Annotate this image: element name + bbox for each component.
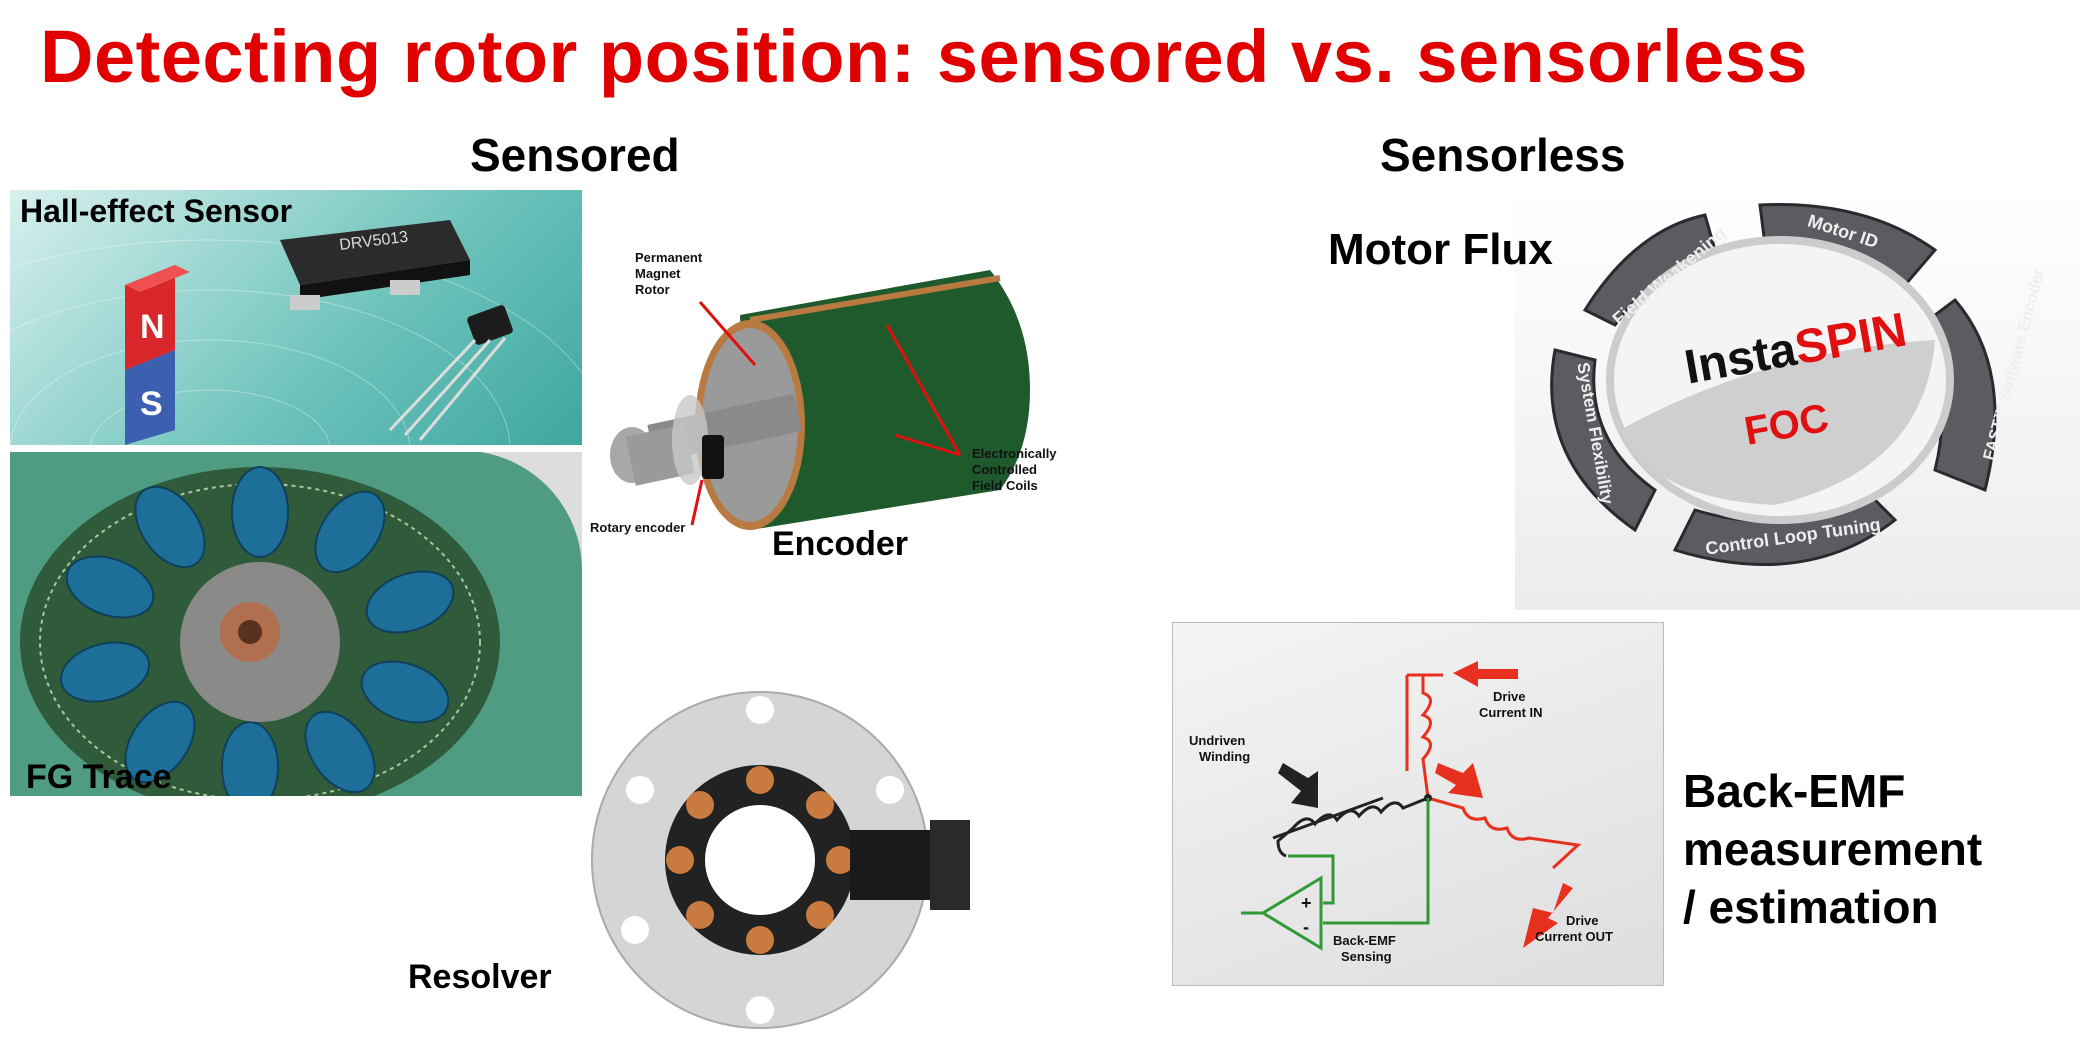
resolver-image (590, 680, 990, 1030)
fg-trace-image (10, 452, 582, 796)
svg-text:Rotor: Rotor (635, 282, 670, 297)
back-emf-label-line: Back-EMF (1683, 765, 1906, 817)
svg-text:Permanent: Permanent (635, 250, 703, 265)
sensored-heading: Sensored (470, 129, 680, 181)
undriven-arrow-icon (1278, 763, 1318, 808)
svg-text:Current IN: Current IN (1479, 705, 1543, 720)
back-emf-label-line: measurement (1683, 823, 1983, 875)
instaspin-image: InstaSPIN FOC Field Weakening Motor ID F… (1515, 190, 2080, 610)
svg-text:+: + (1301, 893, 1312, 913)
svg-text:Undriven: Undriven (1189, 733, 1245, 748)
encoder-label: Encoder (772, 525, 909, 563)
hall-sensor-illustration: N S DRV5013 (10, 220, 582, 445)
fg-trace-label: FG Trace (26, 758, 172, 796)
arrow-icons (1435, 661, 1573, 948)
hall-sensor-image: N S DRV5013 (10, 190, 582, 445)
svg-text:Sensing: Sensing (1341, 949, 1392, 964)
instaspin-wheel: InstaSPIN FOC Field Weakening Motor ID F… (1550, 203, 2049, 567)
sensorless-heading: Sensorless (1380, 129, 1626, 181)
svg-text:Electronically: Electronically (972, 446, 1057, 461)
svg-text:Drive: Drive (1493, 689, 1526, 704)
svg-text:Winding: Winding (1199, 749, 1250, 764)
encoder-motor-illustration: Permanent Magnet Rotor Electronically Co… (590, 250, 1057, 535)
encoder-image: Permanent Magnet Rotor Electronically Co… (590, 240, 1130, 540)
back-emf-diagram: + - Drive Current IN Undriven Winding Ba… (1172, 622, 1664, 986)
svg-text:Rotary encoder: Rotary encoder (590, 520, 685, 535)
slide-title: Detecting rotor position: sensored vs. s… (40, 15, 1809, 98)
svg-text:N: N (140, 308, 165, 346)
to92-sensor-icon (388, 305, 513, 441)
svg-text:Drive: Drive (1566, 913, 1599, 928)
svg-text:Controlled: Controlled (972, 462, 1037, 477)
svg-text:-: - (1303, 917, 1309, 937)
svg-text:Back-EMF: Back-EMF (1333, 933, 1396, 948)
svg-text:S: S (140, 385, 163, 423)
svg-text:Current OUT: Current OUT (1535, 929, 1613, 944)
magnet-icon: N S (125, 265, 190, 445)
chip-icon: DRV5013 (280, 220, 470, 310)
back-emf-label-line: / estimation (1683, 881, 1939, 933)
resolver-label: Resolver (408, 958, 552, 996)
motor-flux-label: Motor Flux (1328, 225, 1553, 274)
stator-illustration (20, 452, 582, 796)
hall-sensor-label: Hall-effect Sensor (20, 193, 293, 229)
svg-text:Magnet: Magnet (635, 266, 681, 281)
back-emf-label: Back-EMF measurement / estimation (1683, 762, 1982, 936)
svg-text:FAST™ Software Encoder: FAST™ Software Encoder (1981, 267, 2049, 462)
svg-text:Field Coils: Field Coils (972, 478, 1038, 493)
resolver-illustration (591, 691, 970, 1029)
back-emf-circuit: + - Drive Current IN Undriven Winding Ba… (1189, 661, 1613, 964)
